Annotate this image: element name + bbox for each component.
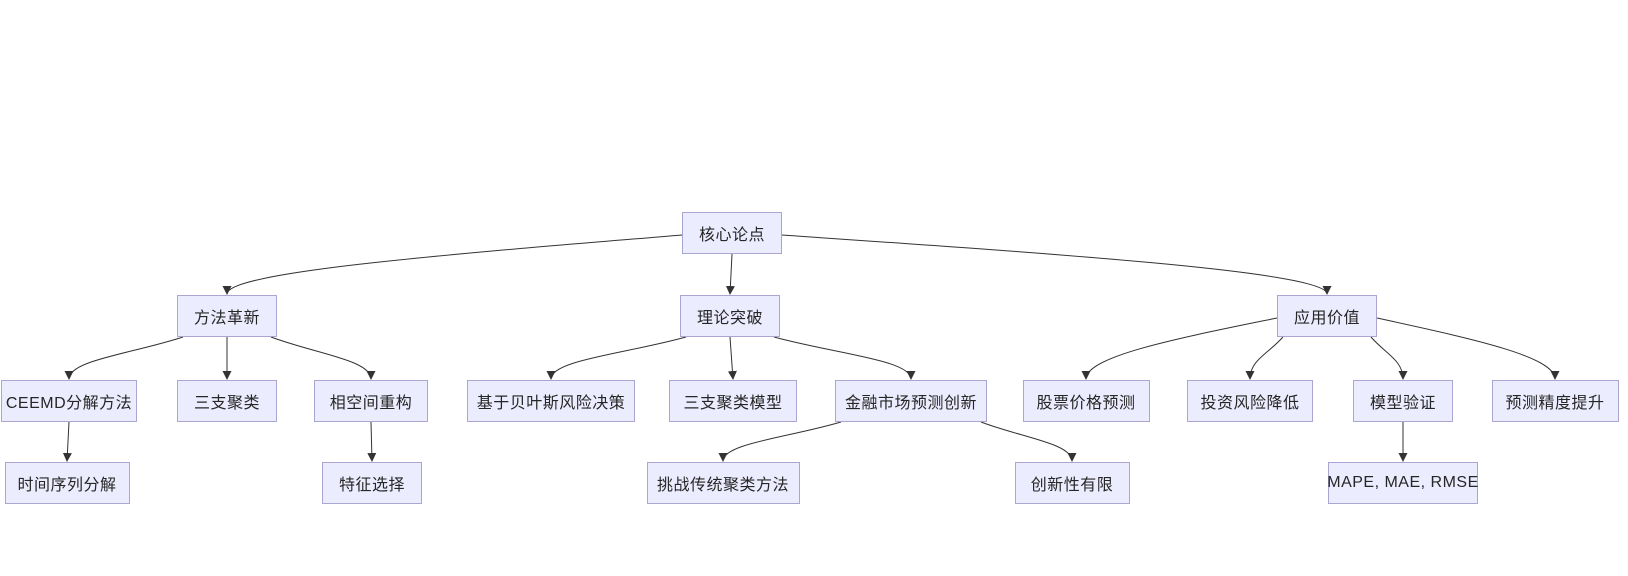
edge-ceemd-method--time-series-decomposition bbox=[62, 421, 72, 462]
node-validation-metrics: MAPE, MAE, RMSE bbox=[1327, 462, 1479, 504]
node-three-way-clustering: 三支聚类 bbox=[177, 380, 277, 422]
node-challenge-traditional-clustering: 挑战传统聚类方法 bbox=[646, 462, 800, 504]
edge-financial-market-innovation--challenge-traditional-clustering bbox=[718, 421, 842, 462]
node-feature-selection: 特征选择 bbox=[322, 462, 422, 504]
node-label: 挑战传统聚类方法 bbox=[656, 477, 789, 494]
node-label: MAPE, MAE, RMSE bbox=[1327, 474, 1479, 491]
node-ceemd-method: CEEMD分解方法 bbox=[1, 380, 137, 422]
node-financial-market-innovation: 金融市场预测创新 bbox=[835, 380, 987, 422]
node-label: 股票价格预测 bbox=[1036, 395, 1136, 412]
node-application-value: 应用价值 bbox=[1277, 295, 1377, 337]
node-label: 预测精度提升 bbox=[1505, 395, 1605, 412]
node-label: 时间序列分解 bbox=[17, 477, 117, 494]
node-label: 创新性有限 bbox=[1030, 477, 1114, 494]
edge-core-thesis--application-value bbox=[781, 234, 1332, 295]
edge-method-innovation--phase-space-reconstruction bbox=[270, 336, 376, 380]
node-label: 三支聚类模型 bbox=[683, 395, 783, 412]
edge-phase-space-reconstruction--feature-selection bbox=[367, 421, 377, 462]
node-label: 金融市场预测创新 bbox=[844, 395, 977, 412]
edge-application-value--investment-risk-reduction bbox=[1245, 336, 1284, 380]
edge-core-thesis--theory-breakthrough bbox=[725, 253, 735, 295]
node-label: 模型验证 bbox=[1369, 395, 1436, 412]
node-method-innovation: 方法革新 bbox=[177, 295, 277, 337]
node-label: 应用价值 bbox=[1293, 310, 1360, 327]
node-label: 基于贝叶斯风险决策 bbox=[476, 395, 626, 412]
node-label: 特征选择 bbox=[338, 477, 405, 494]
node-core-thesis: 核心论点 bbox=[682, 212, 782, 254]
node-label: 理论突破 bbox=[696, 310, 763, 327]
node-label: 投资风险降低 bbox=[1200, 395, 1300, 412]
node-limited-innovation: 创新性有限 bbox=[1014, 462, 1130, 504]
node-label: 核心论点 bbox=[698, 227, 765, 244]
edge-application-value--prediction-accuracy bbox=[1376, 317, 1560, 380]
node-model-validation: 模型验证 bbox=[1353, 380, 1453, 422]
node-phase-space-reconstruction: 相空间重构 bbox=[314, 380, 428, 422]
edge-financial-market-innovation--limited-innovation bbox=[980, 421, 1077, 462]
node-label: 方法革新 bbox=[193, 310, 260, 327]
edge-theory-breakthrough--bayes-risk-decision bbox=[546, 336, 687, 380]
node-label: 相空间重构 bbox=[329, 395, 413, 412]
node-label: CEEMD分解方法 bbox=[5, 395, 133, 412]
edge-theory-breakthrough--three-way-cluster-model bbox=[727, 336, 737, 380]
node-time-series-decomposition: 时间序列分解 bbox=[4, 462, 130, 504]
node-label: 三支聚类 bbox=[193, 395, 260, 412]
node-three-way-cluster-model: 三支聚类模型 bbox=[669, 380, 797, 422]
node-investment-risk-reduction: 投资风险降低 bbox=[1187, 380, 1313, 422]
edge-theory-breakthrough--financial-market-innovation bbox=[773, 336, 916, 380]
edge-application-value--stock-price-prediction bbox=[1081, 317, 1278, 380]
edge-application-value--model-validation bbox=[1370, 336, 1408, 380]
node-theory-breakthrough: 理论突破 bbox=[680, 295, 780, 337]
node-prediction-accuracy: 预测精度提升 bbox=[1491, 380, 1619, 422]
edge-method-innovation--ceemd-method bbox=[64, 336, 184, 380]
node-stock-price-prediction: 股票价格预测 bbox=[1022, 380, 1150, 422]
edge-core-thesis--method-innovation bbox=[222, 234, 683, 295]
node-bayes-risk-decision: 基于贝叶斯风险决策 bbox=[467, 380, 635, 422]
